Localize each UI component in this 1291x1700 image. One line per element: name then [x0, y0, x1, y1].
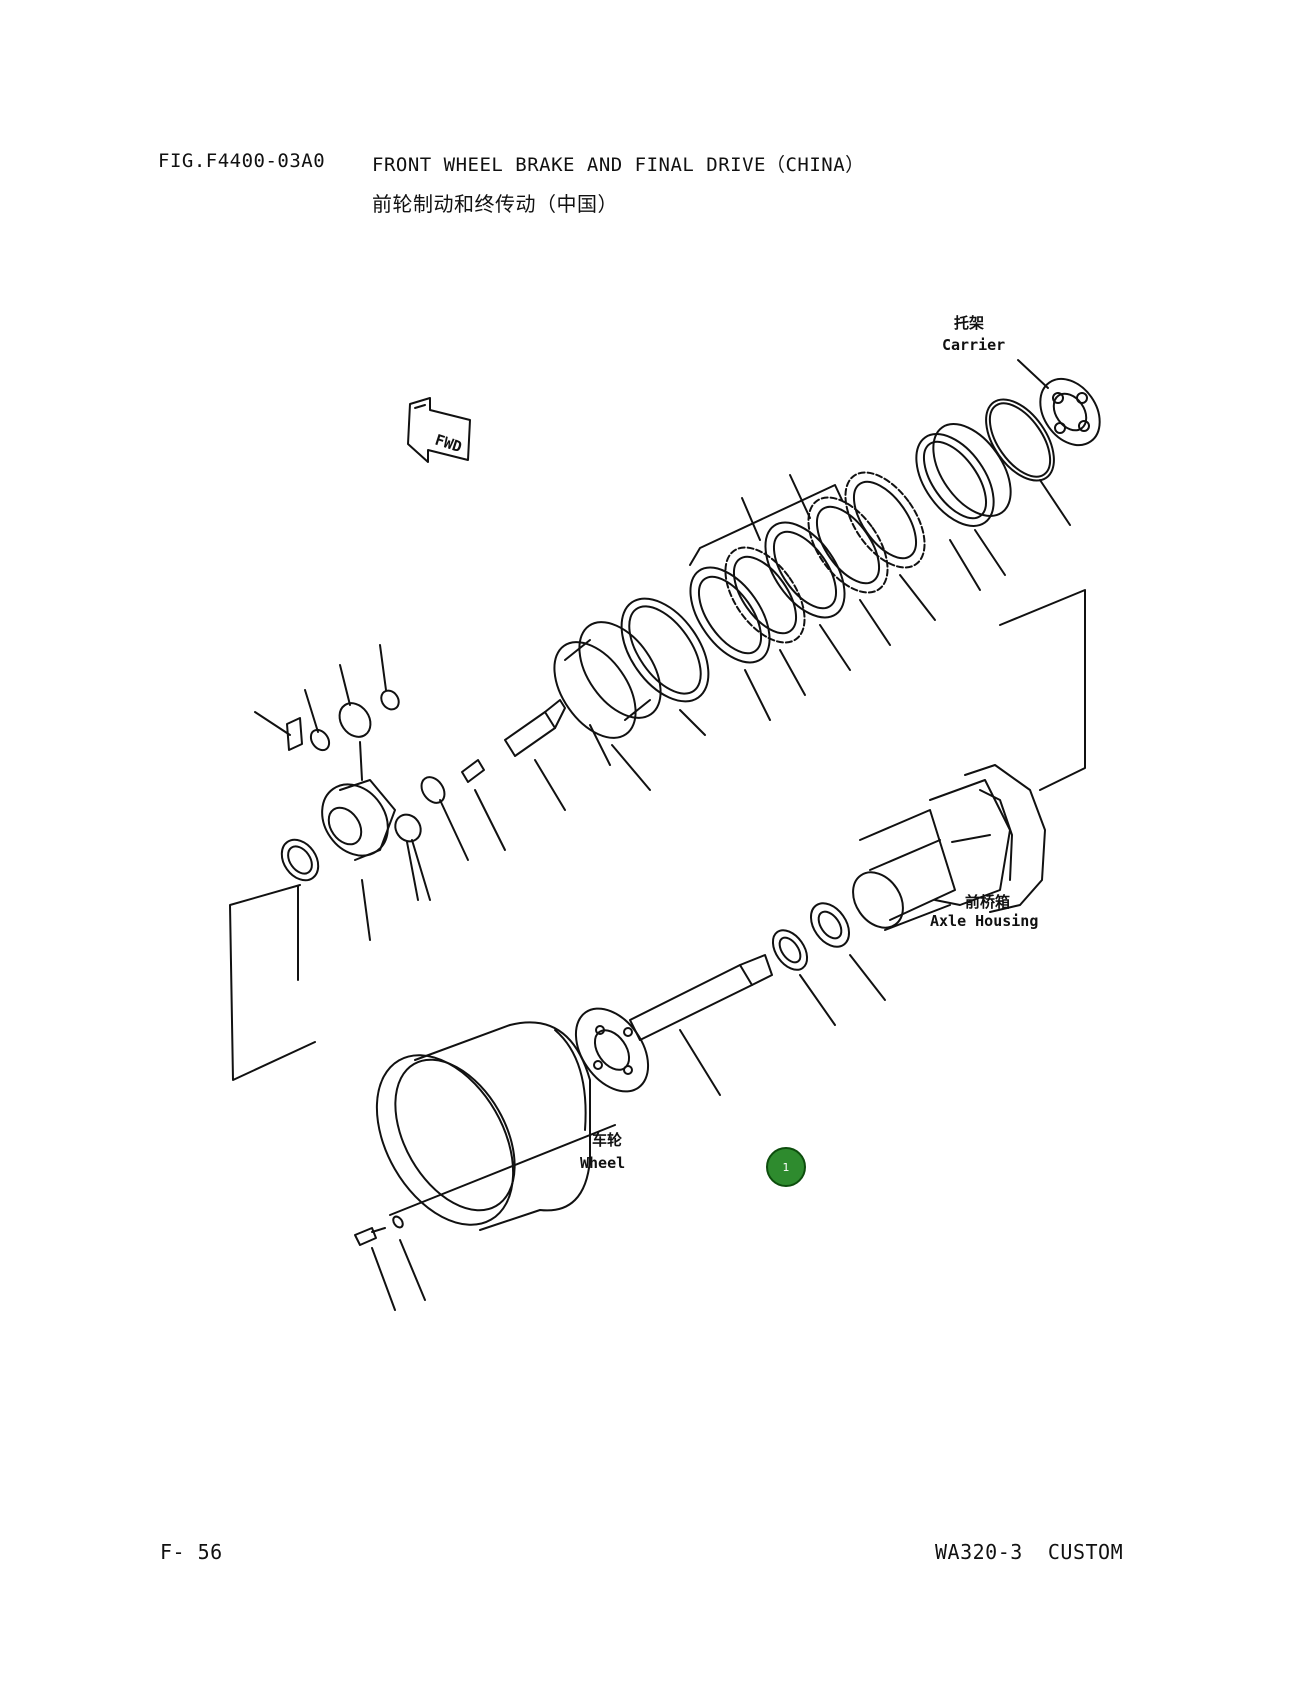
page-number: F- 56 — [160, 1540, 223, 1564]
hub-plate-part — [574, 1007, 650, 1093]
brake-piston-part — [915, 423, 1012, 591]
planet-carrier-part — [321, 779, 396, 941]
hub-drum-part — [553, 621, 662, 791]
seal-ring-part — [280, 838, 320, 981]
pinion-shaft-part — [420, 699, 566, 861]
axle-shaft-part — [629, 954, 773, 1096]
axle-housing-label-cn: 前桥箱 — [965, 893, 1010, 911]
wheel-part — [375, 1021, 616, 1231]
model-name: WA320-3 CUSTOM — [935, 1540, 1124, 1564]
wheel-label-en: Wheel — [580, 1154, 625, 1172]
ring-gear-part — [620, 597, 710, 736]
assembly-guide-line — [229, 884, 316, 1081]
axle-housing-label-en: Axle Housing — [930, 912, 1038, 930]
bolt-part — [354, 1215, 426, 1311]
small-hardware-parts — [254, 644, 431, 901]
bearing-part — [771, 902, 886, 1026]
assembly-guide-line-right — [999, 589, 1086, 791]
forward-arrow-icon: FWD — [407, 397, 471, 463]
carrier-label-en: Carrier — [942, 336, 1005, 354]
brake-disc-stack — [689, 471, 936, 721]
figure-title-chinese: 前轮制动和终传动（中国） — [372, 192, 618, 216]
wheel-label-cn: 车轮 — [592, 1131, 622, 1149]
axle-housing-part — [852, 764, 1046, 931]
carrier-part — [1017, 359, 1101, 447]
figure-title-english: FRONT WHEEL BRAKE AND FINAL DRIVE（CHINA） — [372, 154, 865, 176]
callout-hotspot[interactable]: 1 — [766, 1147, 806, 1187]
callout-hotspot-label: 1 — [783, 1161, 790, 1174]
figure-number: FIG.F4400-03A0 — [158, 150, 326, 172]
carrier-label-cn: 托架 — [954, 314, 984, 332]
